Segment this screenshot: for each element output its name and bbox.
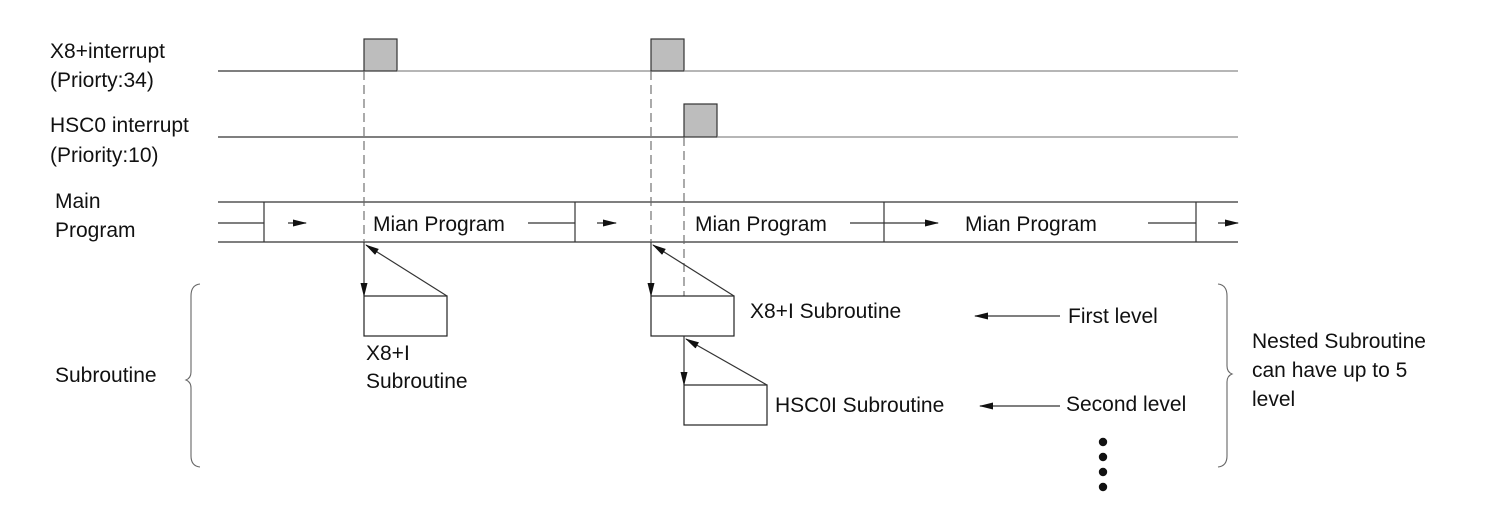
hsc0-subroutine-label: HSC0I Subroutine: [775, 394, 944, 417]
subroutine-box: [650, 295, 735, 337]
dot: [1098, 482, 1108, 492]
main-program-segment-3: Mian Program: [965, 213, 1097, 236]
dot: [1098, 467, 1108, 477]
x8-subroutine-label-line2: Subroutine: [366, 370, 468, 393]
x8-subroutine-1: X8+I Subroutine: [360, 242, 468, 393]
return-arrow: [652, 244, 735, 297]
dot: [1098, 437, 1108, 447]
return-arrow: [685, 338, 768, 386]
first-level-label: First level: [1068, 305, 1158, 328]
main-program-segment-2: Mian Program: [695, 213, 827, 236]
subroutine-brace: [184, 283, 201, 468]
return-arrow: [365, 244, 448, 297]
subroutine-label: Subroutine: [55, 364, 157, 387]
x8-pulse-2: [650, 38, 685, 72]
hsc0-priority-label: (Priority:10): [50, 144, 159, 167]
hsc0-pulse: [683, 103, 718, 138]
note-line2: can have up to 5: [1252, 359, 1407, 382]
x8-subroutine-label-line1: X8+I: [366, 342, 410, 365]
x8-priority-label: (Priorty:34): [50, 69, 154, 92]
subroutine-box: [363, 295, 448, 337]
continuation-dots: [1098, 437, 1108, 492]
x8-subroutine-label: X8+I Subroutine: [750, 300, 901, 323]
hsc0-interrupt-signal: HSC0 interrupt (Priority:10): [50, 103, 1238, 167]
hsc0-interrupt-label: HSC0 interrupt: [50, 114, 189, 137]
hsc0-subroutine: HSC0I Subroutine: [680, 336, 944, 426]
nesting-brace: [1217, 283, 1234, 468]
main-program-band: Main Program Mian Program Mian Program M…: [55, 190, 1239, 243]
x8-pulse-1: [363, 38, 398, 72]
main-program-segment-1: Mian Program: [373, 213, 505, 236]
note-line3: level: [1252, 388, 1295, 411]
second-level-label: Second level: [1066, 393, 1186, 416]
note-line1: Nested Subroutine: [1252, 330, 1426, 353]
x8-subroutine-2: X8+I Subroutine: [647, 242, 901, 337]
main-label-line2: Program: [55, 219, 136, 242]
main-label-line1: Main: [55, 190, 101, 213]
dot: [1098, 452, 1108, 462]
x8-interrupt-label: X8+interrupt: [50, 40, 165, 63]
x8-interrupt-signal: X8+interrupt (Priorty:34): [50, 38, 1238, 92]
subroutine-box: [683, 384, 768, 426]
